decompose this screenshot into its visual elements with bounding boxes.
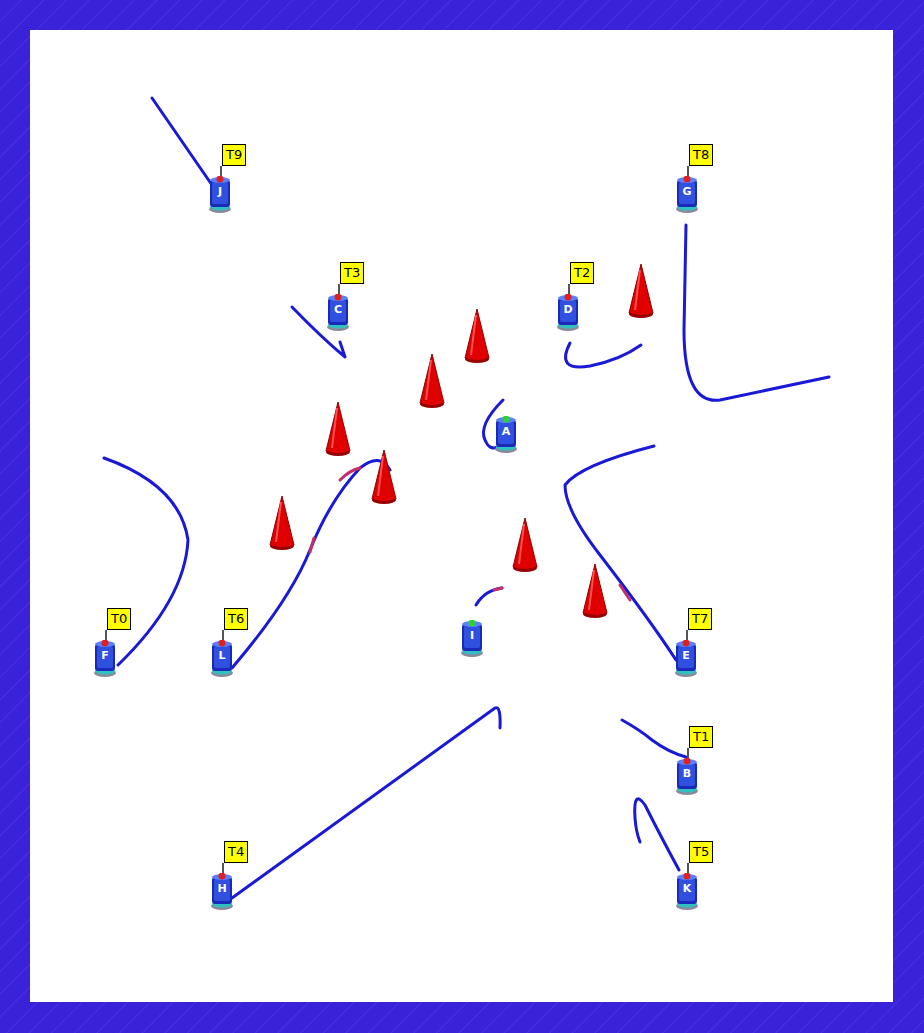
traffic-cone	[465, 309, 489, 361]
traffic-cone	[326, 402, 350, 454]
robot-letter: B	[676, 767, 698, 781]
flag-pole	[220, 166, 222, 176]
flag-pole	[687, 748, 689, 758]
target-flag: T6	[224, 608, 248, 630]
robot: A	[495, 416, 517, 454]
flag-pole	[222, 863, 224, 873]
robot-letter: E	[675, 649, 697, 663]
robot-letter: A	[495, 425, 517, 439]
robot-letter: C	[327, 303, 349, 317]
flag-pole	[568, 284, 570, 294]
target-flag: T7	[688, 608, 712, 630]
flag-pole	[687, 166, 689, 176]
cone-highlight	[519, 524, 524, 564]
cone-highlight	[635, 270, 640, 310]
cone-highlight	[471, 315, 476, 355]
target-flag: T4	[224, 841, 248, 863]
flag-pole	[338, 284, 340, 294]
target-flag: T1	[689, 726, 713, 748]
robot-letter: L	[211, 649, 233, 663]
robot: I	[461, 620, 483, 658]
robot-letter: J	[209, 185, 231, 199]
robot: T5K	[676, 873, 698, 911]
traffic-cone	[583, 564, 607, 616]
flag-pole	[222, 630, 224, 640]
robot: T2D	[557, 294, 579, 332]
cone-highlight	[378, 456, 383, 496]
robot: T9J	[209, 176, 231, 214]
robot: T4H	[211, 873, 233, 911]
robot: T0F	[94, 640, 116, 678]
target-flag: T2	[570, 262, 594, 284]
target-flag: T8	[689, 144, 713, 166]
traffic-cone	[372, 450, 396, 502]
flag-pole	[105, 630, 107, 640]
robot: T3C	[327, 294, 349, 332]
cone-highlight	[332, 408, 337, 448]
robot-letter: F	[94, 649, 116, 663]
robot: T8G	[676, 176, 698, 214]
robot-letter: G	[676, 185, 698, 199]
flag-pole	[687, 863, 689, 873]
robot-letter: H	[211, 882, 233, 896]
traffic-cone	[270, 496, 294, 548]
field-ground	[30, 30, 893, 1002]
cone-highlight	[276, 502, 281, 542]
robot-letter: D	[557, 303, 579, 317]
cone-highlight	[589, 570, 594, 610]
traffic-cone	[513, 518, 537, 570]
target-flag: T0	[107, 608, 131, 630]
robot: T7E	[675, 640, 697, 678]
target-flag: T3	[340, 262, 364, 284]
cone-highlight	[426, 360, 431, 400]
traffic-cone	[420, 354, 444, 406]
robot-letter: K	[676, 882, 698, 896]
robot: T6L	[211, 640, 233, 678]
target-flag: T5	[689, 841, 713, 863]
flag-pole	[686, 630, 688, 640]
robot: T1B	[676, 758, 698, 796]
robot-letter: I	[461, 629, 483, 643]
target-flag: T9	[222, 144, 246, 166]
traffic-cone	[629, 264, 653, 316]
